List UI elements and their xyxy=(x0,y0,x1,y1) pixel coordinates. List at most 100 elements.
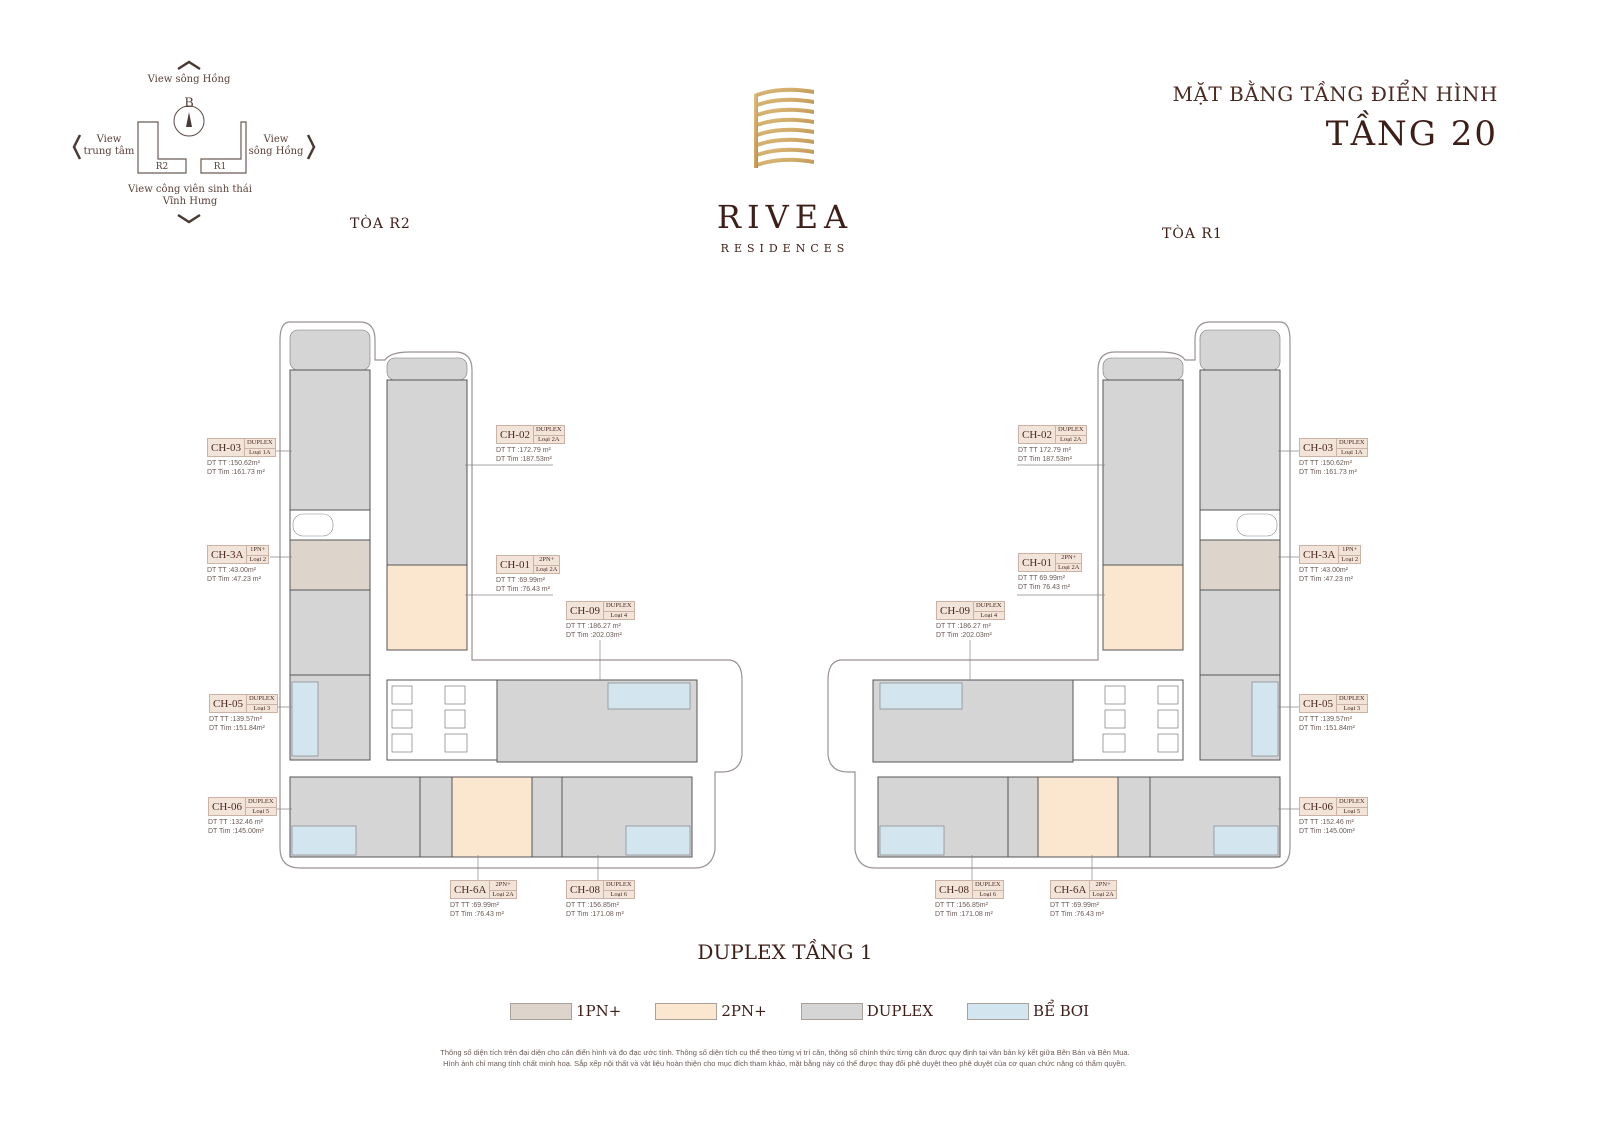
unit-code: CH-02 xyxy=(497,426,534,443)
unit-loai: Loại 2 xyxy=(1341,555,1359,563)
unit-area-tim: DT Tim :47.23 m² xyxy=(207,576,261,583)
unit-area-tim: DT Tim :76.43 m² xyxy=(1050,911,1104,918)
unit-area-total: DT TT :150.62m² xyxy=(1299,460,1352,467)
unit-loai: Loại 3 xyxy=(253,704,271,712)
unit-type: DUPLEX xyxy=(1336,439,1367,449)
unit-type: 2PN+ xyxy=(533,556,560,566)
floor-title: TẦNG 20 xyxy=(1325,114,1498,154)
unit-code: CH-6A xyxy=(451,881,491,898)
tower-r2-label: TÒA R2 xyxy=(350,216,411,232)
unit-area-total: DT TT :43.00m² xyxy=(1299,567,1349,574)
building-r2-outline xyxy=(137,121,187,174)
unit-area-total: DT TT :139.57m² xyxy=(1299,716,1352,723)
unit-code: CH-06 xyxy=(209,798,246,815)
unit-type: DUPLEX xyxy=(603,881,634,891)
legend-item-duplex: DUPLEX xyxy=(800,1002,933,1020)
arrow-up-icon xyxy=(177,60,201,71)
unit-type: DUPLEX xyxy=(245,798,276,808)
unit-type: DUPLEX xyxy=(603,602,634,612)
unit-loai: Loại 5 xyxy=(252,807,270,815)
legend-item-2pn: 2PN+ xyxy=(655,1002,767,1020)
unit-area-total: DT TT :172.79 m² xyxy=(496,447,551,454)
unit-type: 1PN+ xyxy=(247,546,269,556)
rivea-logo-icon xyxy=(754,87,814,168)
unit-type: DUPLEX xyxy=(1336,695,1367,705)
building-r1-outline xyxy=(200,121,247,174)
unit-type: DUPLEX xyxy=(1055,426,1086,436)
building-r1-label: R1 xyxy=(213,162,227,172)
north-label: B xyxy=(184,96,194,111)
unit-callout: CH-3A 1PN+Loại 2 DT TT :43.00m² DT Tim :… xyxy=(1299,545,1362,584)
unit-loai: Loại 1A xyxy=(249,448,271,456)
unit-code: CH-08 xyxy=(567,881,604,898)
unit-callout: CH-6A 2PN+Loại 2A DT TT :69.99m² DT Tim … xyxy=(1050,880,1117,919)
unit-tag: CH-01 2PN+Loại 2A xyxy=(496,555,561,574)
legend-swatch xyxy=(655,1002,718,1020)
unit-area-total: DT TT :152.46 m² xyxy=(1299,819,1354,826)
unit-area-total: DT TT :139.57m² xyxy=(209,716,262,723)
legend-swatch xyxy=(800,1002,863,1020)
unit-area-total: DT TT :156.85m² xyxy=(935,902,988,909)
unit-tag: CH-6A 2PN+Loại 2A xyxy=(450,880,517,899)
unit-tag: CH-6A 2PN+Loại 2A xyxy=(1050,880,1117,899)
building-r2-label: R2 xyxy=(155,162,169,172)
unit-type: 2PN+ xyxy=(490,881,516,891)
brand-sub: RESIDENCES xyxy=(720,242,850,255)
legend: 1PN+ 2PN+ DUPLEX BỂ BƠI xyxy=(510,1002,1123,1020)
unit-tag: CH-01 2PN+Loại 2A xyxy=(1018,553,1083,572)
view-top: View sông Hồng xyxy=(147,74,231,85)
page-title: MẶT BẰNG TẦNG ĐIỂN HÌNH xyxy=(1172,82,1498,106)
unit-area-tim: DT Tim 76.43 m² xyxy=(1018,584,1070,591)
unit-area-tim: DT Tim :202.03m² xyxy=(566,632,622,639)
unit-area-total: DT TT :132.46 m² xyxy=(208,819,263,826)
unit-code: CH-05 xyxy=(1300,695,1337,712)
unit-code: CH-02 xyxy=(1019,426,1056,443)
unit-code: CH-09 xyxy=(937,602,974,619)
unit-area-total: DT TT :69.99m² xyxy=(496,577,546,584)
unit-loai: Loại 6 xyxy=(610,890,628,898)
tower-r1-label: TÒA R1 xyxy=(1162,226,1223,242)
unit-code: CH-03 xyxy=(208,439,245,456)
unit-area-tim: DT Tim :171.08 m² xyxy=(935,911,993,918)
unit-loai: Loại 3 xyxy=(1343,704,1361,712)
brand-name: RIVEA xyxy=(716,198,854,236)
unit-loai: Loại 2A xyxy=(1057,563,1080,571)
unit-loai: Loại 5 xyxy=(1343,807,1361,815)
plan-subtitle: DUPLEX TẦNG 1 xyxy=(697,940,873,964)
unit-area-tim: DT Tim :171.08 m² xyxy=(566,911,624,918)
unit-loai: Loại 4 xyxy=(980,611,998,619)
unit-code: CH-01 xyxy=(1019,554,1056,571)
unit-code: CH-6A xyxy=(1051,881,1091,898)
unit-area-total: DT TT :69.99m² xyxy=(450,902,500,909)
unit-area-tim: DT Tim :161.73 m² xyxy=(1299,469,1357,476)
unit-area-total: DT TT :69.99m² xyxy=(1050,902,1100,909)
unit-type: 2PN+ xyxy=(1055,554,1082,564)
footer-note-2: Hình ảnh chỉ mang tính chất minh hoạ. Sắ… xyxy=(443,1059,1127,1068)
unit-loai: Loại 1A xyxy=(1341,448,1363,456)
unit-callout: CH-01 2PN+Loại 2A DT TT :69.99m² DT Tim … xyxy=(496,555,561,594)
unit-loai: Loại 2A xyxy=(538,435,560,443)
unit-code: CH-05 xyxy=(210,695,247,712)
arrow-down-icon xyxy=(177,213,201,224)
unit-area-tim: DT Tim :145.00m² xyxy=(208,828,264,835)
